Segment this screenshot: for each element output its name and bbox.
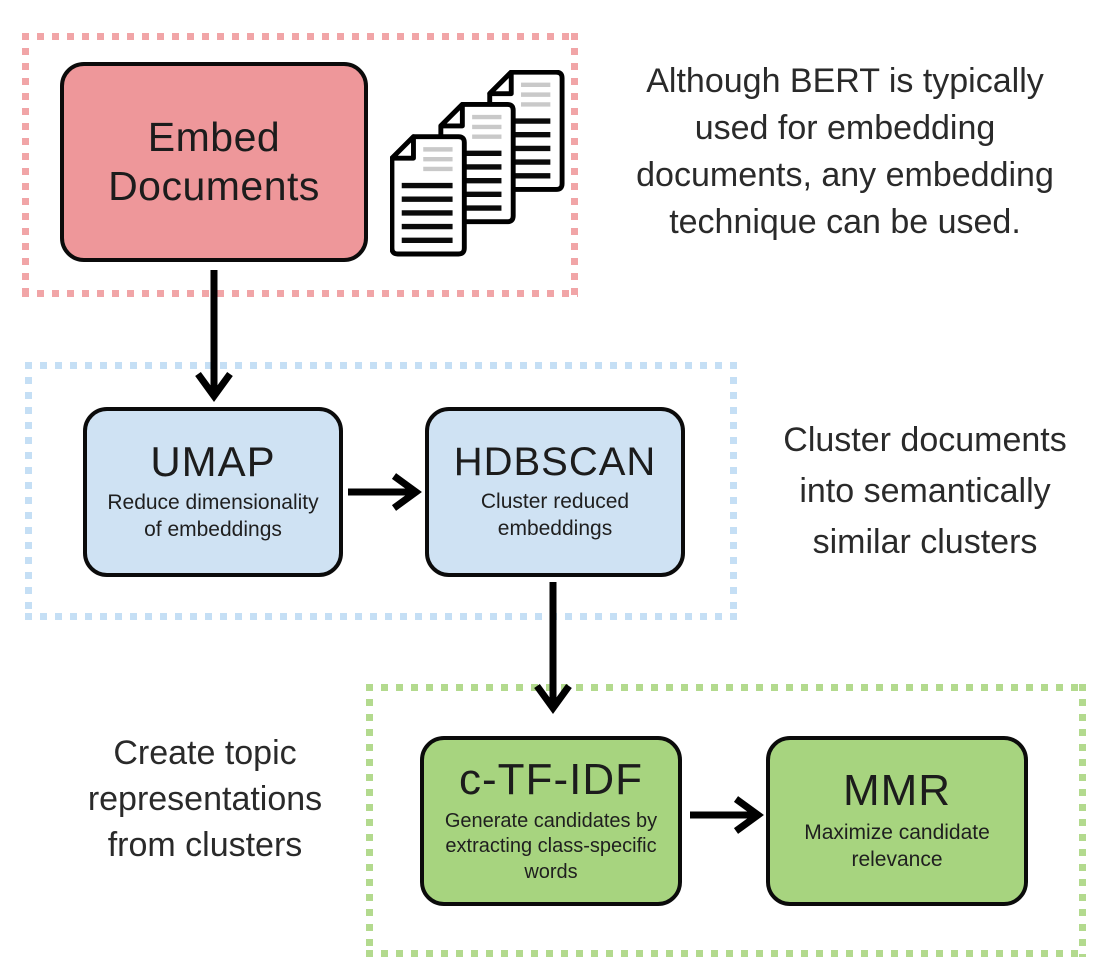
- arrow-hdbscan-to-ctfidf-icon: [534, 582, 572, 714]
- arrow-ctfidf-to-mmr-icon: [690, 796, 764, 834]
- umap-sublabel: Reduce dimensionality of embeddings: [107, 491, 319, 542]
- ctfidf-node: c-TF-IDF Generate candidates by extracti…: [420, 736, 682, 906]
- mmr-sublabel: Maximize candidate relevance: [804, 821, 990, 872]
- umap-node: UMAP Reduce dimensionality of embeddings: [83, 407, 343, 577]
- topics-note: Create topic representations from cluste…: [87, 734, 323, 864]
- hdbscan-sublabel: Cluster reduced embeddings: [480, 490, 630, 540]
- embed-documents-label: Embed Documents: [108, 113, 320, 209]
- hdbscan-node: HDBSCAN Cluster reduced embeddings: [425, 407, 685, 577]
- mmr-node: MMR Maximize candidate relevance: [766, 736, 1028, 906]
- umap-label: UMAP: [150, 438, 276, 486]
- arrow-umap-to-hdbscan-icon: [348, 473, 422, 511]
- embed-note: Although BERT is typically used for embe…: [636, 62, 1054, 241]
- cluster-note: Cluster documents into semantically simi…: [783, 421, 1067, 561]
- documents-stack-icon: [390, 70, 565, 257]
- hdbscan-label: HDBSCAN: [453, 440, 657, 485]
- ctfidf-sublabel: Generate candidates by extracting class-…: [444, 809, 658, 883]
- arrow-embed-to-umap-icon: [195, 270, 233, 402]
- mmr-label: MMR: [842, 766, 952, 816]
- ctfidf-label: c-TF-IDF: [459, 754, 643, 804]
- embed-documents-node: Embed Documents: [60, 62, 368, 262]
